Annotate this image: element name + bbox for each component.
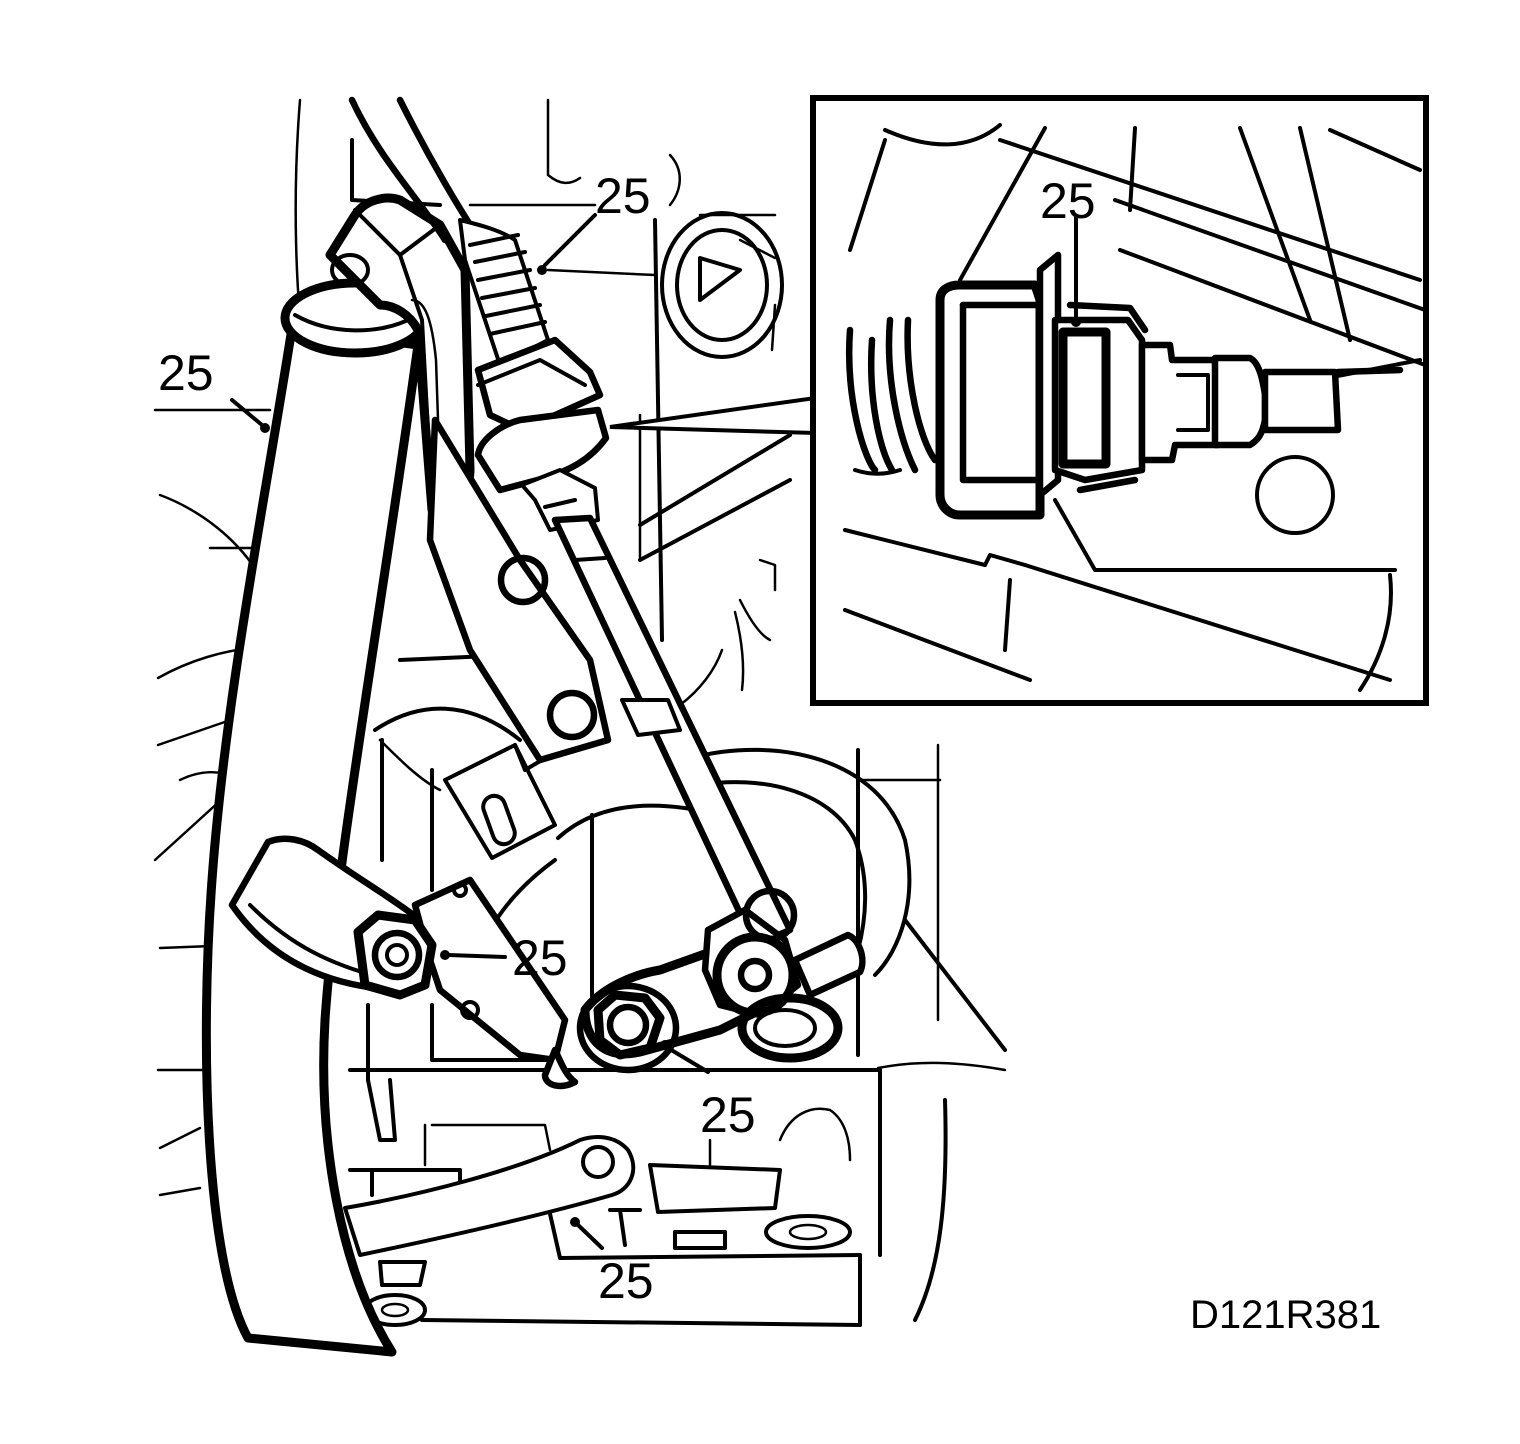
callout-mid: 25 <box>512 930 568 986</box>
inset-detail: 25 <box>810 95 1429 706</box>
shift-cable-boot <box>458 218 610 532</box>
nut-left <box>353 910 437 1000</box>
figure-id: D121R381 <box>1190 1293 1381 1337</box>
callout-left: 25 <box>158 345 214 401</box>
callout-lower-right: 25 <box>700 1087 756 1143</box>
callout-leaders <box>230 213 710 1250</box>
callout-inset: 25 <box>1040 173 1096 229</box>
callout-top: 25 <box>595 168 651 224</box>
callout-bottom: 25 <box>598 1253 654 1309</box>
left-pipe <box>201 278 430 1357</box>
selector-bracket <box>426 416 612 860</box>
linkage-arm <box>576 887 866 1074</box>
